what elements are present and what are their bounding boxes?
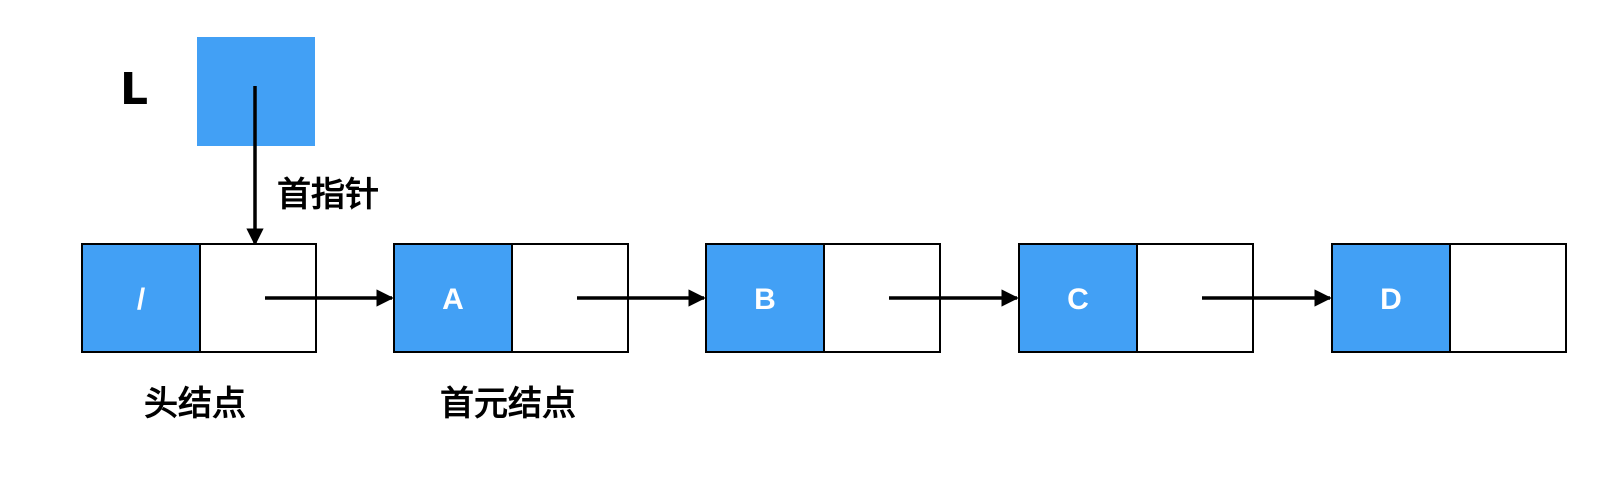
node-data-field xyxy=(705,243,825,353)
first-element-node-label: 首元结点 xyxy=(440,384,576,424)
head-node-label: 头结点 xyxy=(144,384,246,424)
head-pointer-label: L xyxy=(120,64,149,115)
list-node: C xyxy=(1018,243,1254,353)
node-value: C xyxy=(1067,283,1089,316)
first-pointer-label: 首指针 xyxy=(277,175,379,215)
node-value: B xyxy=(754,283,776,316)
list-node: D xyxy=(1331,243,1567,353)
list-node: A xyxy=(393,243,629,353)
node-value: D xyxy=(1380,283,1402,316)
node-value: / xyxy=(137,283,146,316)
node-data-field xyxy=(81,243,201,353)
node-value: A xyxy=(442,283,464,316)
node-pointer-field xyxy=(1449,243,1567,353)
node-data-field xyxy=(1018,243,1138,353)
list-node: / xyxy=(81,243,317,353)
node-list: / A B C D xyxy=(81,243,1567,353)
